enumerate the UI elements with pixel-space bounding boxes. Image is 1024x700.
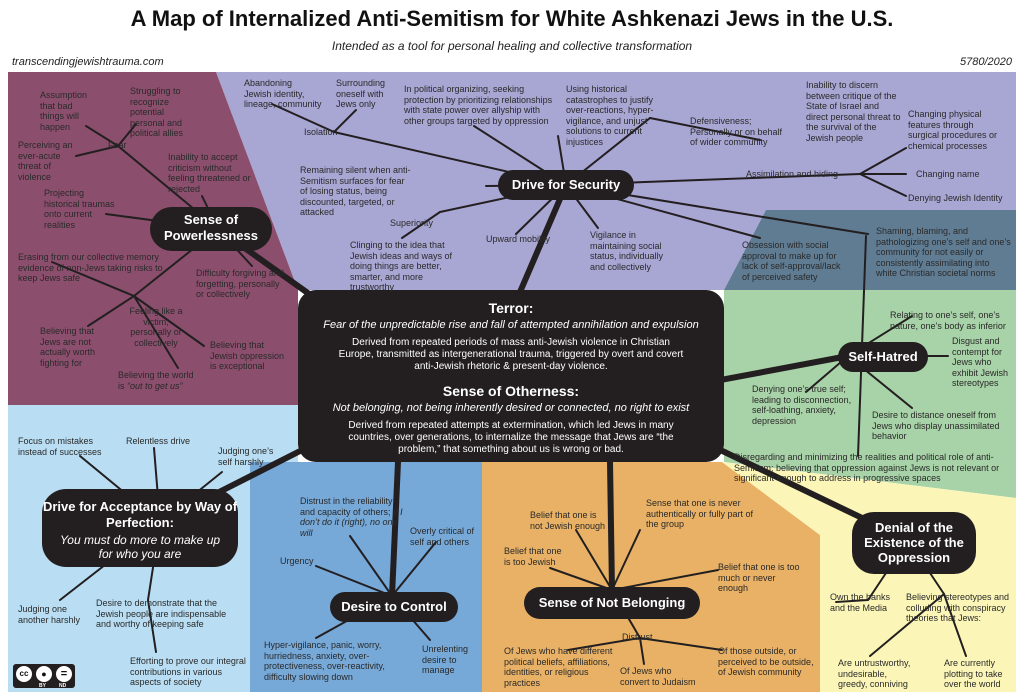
distrust-emphasis: if I don’t do it (right), no one will: [300, 506, 403, 538]
cc-license-badge: cc ● = BY ND: [13, 664, 75, 689]
label-judging-self: Judging one’s self harshly: [218, 446, 274, 467]
label-projecting: Projecting historical traumas onto curre…: [44, 188, 115, 230]
page-subtitle: Intended as a tool for personal healing …: [331, 39, 693, 53]
label-perceiving: Perceiving an ever-acute threat of viole…: [18, 140, 73, 182]
label-inability-criticism: Inability to accept criticism without fe…: [168, 152, 251, 194]
label-distrust: Distrust: [622, 632, 653, 642]
terror-title: Terror:: [488, 300, 534, 316]
label-world-out-to-get-us: Believing the world is “out to get us”: [118, 370, 200, 391]
label-different-beliefs: Of Jews who have different political bel…: [504, 646, 613, 688]
label-fear: Fear: [108, 140, 127, 150]
label-believing-stereotypes: Believing stereotypes and colluding with…: [906, 592, 1010, 623]
acceptance-title: Drive for Acceptance by Way of Perfectio…: [42, 499, 238, 530]
label-hyper-vigilance: Hyper-vigilance, panic, worry, hurriedne…: [264, 640, 385, 682]
node-drive-for-acceptance: Drive for Acceptance by Way of Perfectio…: [42, 489, 238, 567]
otherness-subtitle: Not belonging, not being inherently desi…: [332, 402, 690, 414]
label-obsession: Obsession with social approval to make u…: [742, 240, 841, 282]
label-too-jewish: Belief that one is too Jewish: [504, 546, 562, 567]
label-clinging: Clinging to the idea that Jewish ideas a…: [350, 240, 453, 292]
label-feeling-victim: Feeling like a victim, personally or col…: [129, 306, 183, 348]
terror-subtitle: Fear of the unpredictable rise and fall …: [323, 319, 699, 331]
label-exceptional: Believing that Jewish oppression is exce…: [210, 340, 285, 371]
nd-equals-icon: =: [56, 666, 72, 682]
label-struggling: Struggling to recognize potential person…: [130, 86, 184, 138]
website-link[interactable]: transcendingjewishtrauma.com: [12, 56, 164, 68]
label-relating: Relating to one’s self, one’s nature, on…: [890, 310, 1006, 331]
label-disregarding: Disregarding and minimizing the realitie…: [734, 452, 1000, 483]
label-surrounding: Surrounding oneself with Jews only: [336, 78, 386, 109]
label-shaming: Shaming, blaming, and pathologizing one’…: [876, 226, 1011, 278]
label-isolation: Isolation: [304, 127, 338, 137]
label-vigilance: Vigilance in maintaining social status, …: [590, 230, 664, 272]
label-political-organizing: In political organizing, seeking protect…: [404, 84, 553, 126]
label-remaining-silent: Remaining silent when anti-Semitism surf…: [300, 165, 411, 217]
cc-icon: cc: [16, 666, 32, 682]
terror-description: Derived from repeated periods of mass an…: [338, 337, 684, 372]
world-text: Believing the world is: [118, 370, 194, 391]
label-inability-israel: Inability to discern between critique of…: [806, 80, 901, 143]
label-defensiveness: Defensiveness; Personally or on behalf o…: [690, 116, 783, 147]
label-assumption: Assumption that bad things will happen: [40, 90, 88, 132]
label-distance: Desire to distance oneself from Jews who…: [872, 410, 1000, 441]
otherness-description: Derived from repeated attempts at exterm…: [348, 420, 674, 455]
label-relentless-drive: Relentless drive: [126, 436, 191, 446]
label-demonstrate: Desire to demonstrate that the Jewish pe…: [96, 598, 227, 629]
world-emphasis: “out to get us”: [127, 380, 183, 391]
label-superiority: Superiority: [390, 218, 434, 228]
label-own-banks: Own the banks and the Media: [830, 592, 891, 613]
by-person-icon: ●: [36, 666, 52, 682]
label-changing-physical: Changing physical features through surgi…: [908, 109, 998, 151]
label-distrust-others: Distrust in the reliability and capacity…: [300, 496, 406, 538]
label-assimilation: Assimilation and hiding: [746, 169, 839, 179]
center-terror-otherness-box: Terror: Fear of the unpredictable rise a…: [298, 290, 724, 462]
label-urgency: Urgency: [280, 556, 314, 566]
label-judging-another: Judging one another harshly: [18, 604, 81, 625]
acceptance-subtitle: You must do more to make up for who you …: [59, 533, 221, 561]
label-historical-catastrophes: Using historical catastrophes to justify…: [566, 84, 654, 147]
label-never-authentic: Sense that one is never authentically or…: [646, 498, 754, 529]
node-denial-of-oppression: Denial of the Existence of the Oppressio…: [852, 512, 976, 574]
label-too-much: Belief that one is too much or never eno…: [718, 562, 800, 593]
label-unrelenting: Unrelenting desire to manage: [422, 644, 469, 675]
label-difficulty-forgiving: Difficulty forgiving and forgetting, per…: [196, 268, 284, 299]
node-desire-to-control: Desire to Control: [330, 592, 458, 622]
label-disgust: Disgust and contempt for Jews who exhibi…: [952, 336, 1009, 388]
by-label: BY: [39, 683, 46, 689]
label-erasing: Erasing from our collective memory evide…: [18, 252, 163, 283]
nd-label: ND: [59, 683, 67, 689]
node-sense-of-powerlessness: Sense of Powerlessness: [150, 207, 272, 251]
label-focus-mistakes: Focus on mistakes instead of successes: [18, 436, 102, 457]
label-efforting: Efforting to prove our integral contribu…: [130, 656, 246, 687]
region-self-hatred: [724, 290, 1016, 498]
region-blue-gray: [724, 210, 1016, 290]
page-title: A Map of Internalized Anti-Semitism for …: [130, 6, 894, 31]
label-outside: Of those outside, or perceived to be out…: [718, 646, 814, 677]
otherness-title: Sense of Otherness:: [442, 383, 580, 399]
label-untrustworthy: Are untrustworthy, undesirable, greedy, …: [838, 658, 911, 689]
node-self-hatred: Self-Hatred: [838, 342, 928, 372]
label-overly-critical: Overly critical of self and others: [410, 526, 475, 547]
node-sense-of-not-belonging: Sense of Not Belonging: [524, 587, 700, 619]
label-not-jewish-enough: Belief that one is not Jewish enough: [530, 510, 606, 531]
region-belonging: [482, 462, 820, 692]
label-denying-identity: Denying Jewish Identity: [908, 193, 1003, 203]
label-plotting: Are currently plotting to take over the …: [944, 658, 1003, 689]
distrust-text: Distrust in the reliability and capacity…: [300, 496, 394, 517]
label-abandoning: Abandoning Jewish identity, lineage, com…: [244, 78, 322, 109]
label-convert: Of Jews who convert to Judaism: [620, 666, 696, 687]
label-upward-mobility: Upward mobility: [486, 234, 551, 244]
node-drive-for-security: Drive for Security: [498, 170, 634, 200]
year-label: 5780/2020: [960, 56, 1012, 68]
label-not-worth: Believing that Jews are not actually wor…: [40, 326, 96, 368]
label-changing-name: Changing name: [916, 169, 980, 179]
label-denying-true-self: Denying one’s true self; leading to disc…: [752, 384, 852, 426]
